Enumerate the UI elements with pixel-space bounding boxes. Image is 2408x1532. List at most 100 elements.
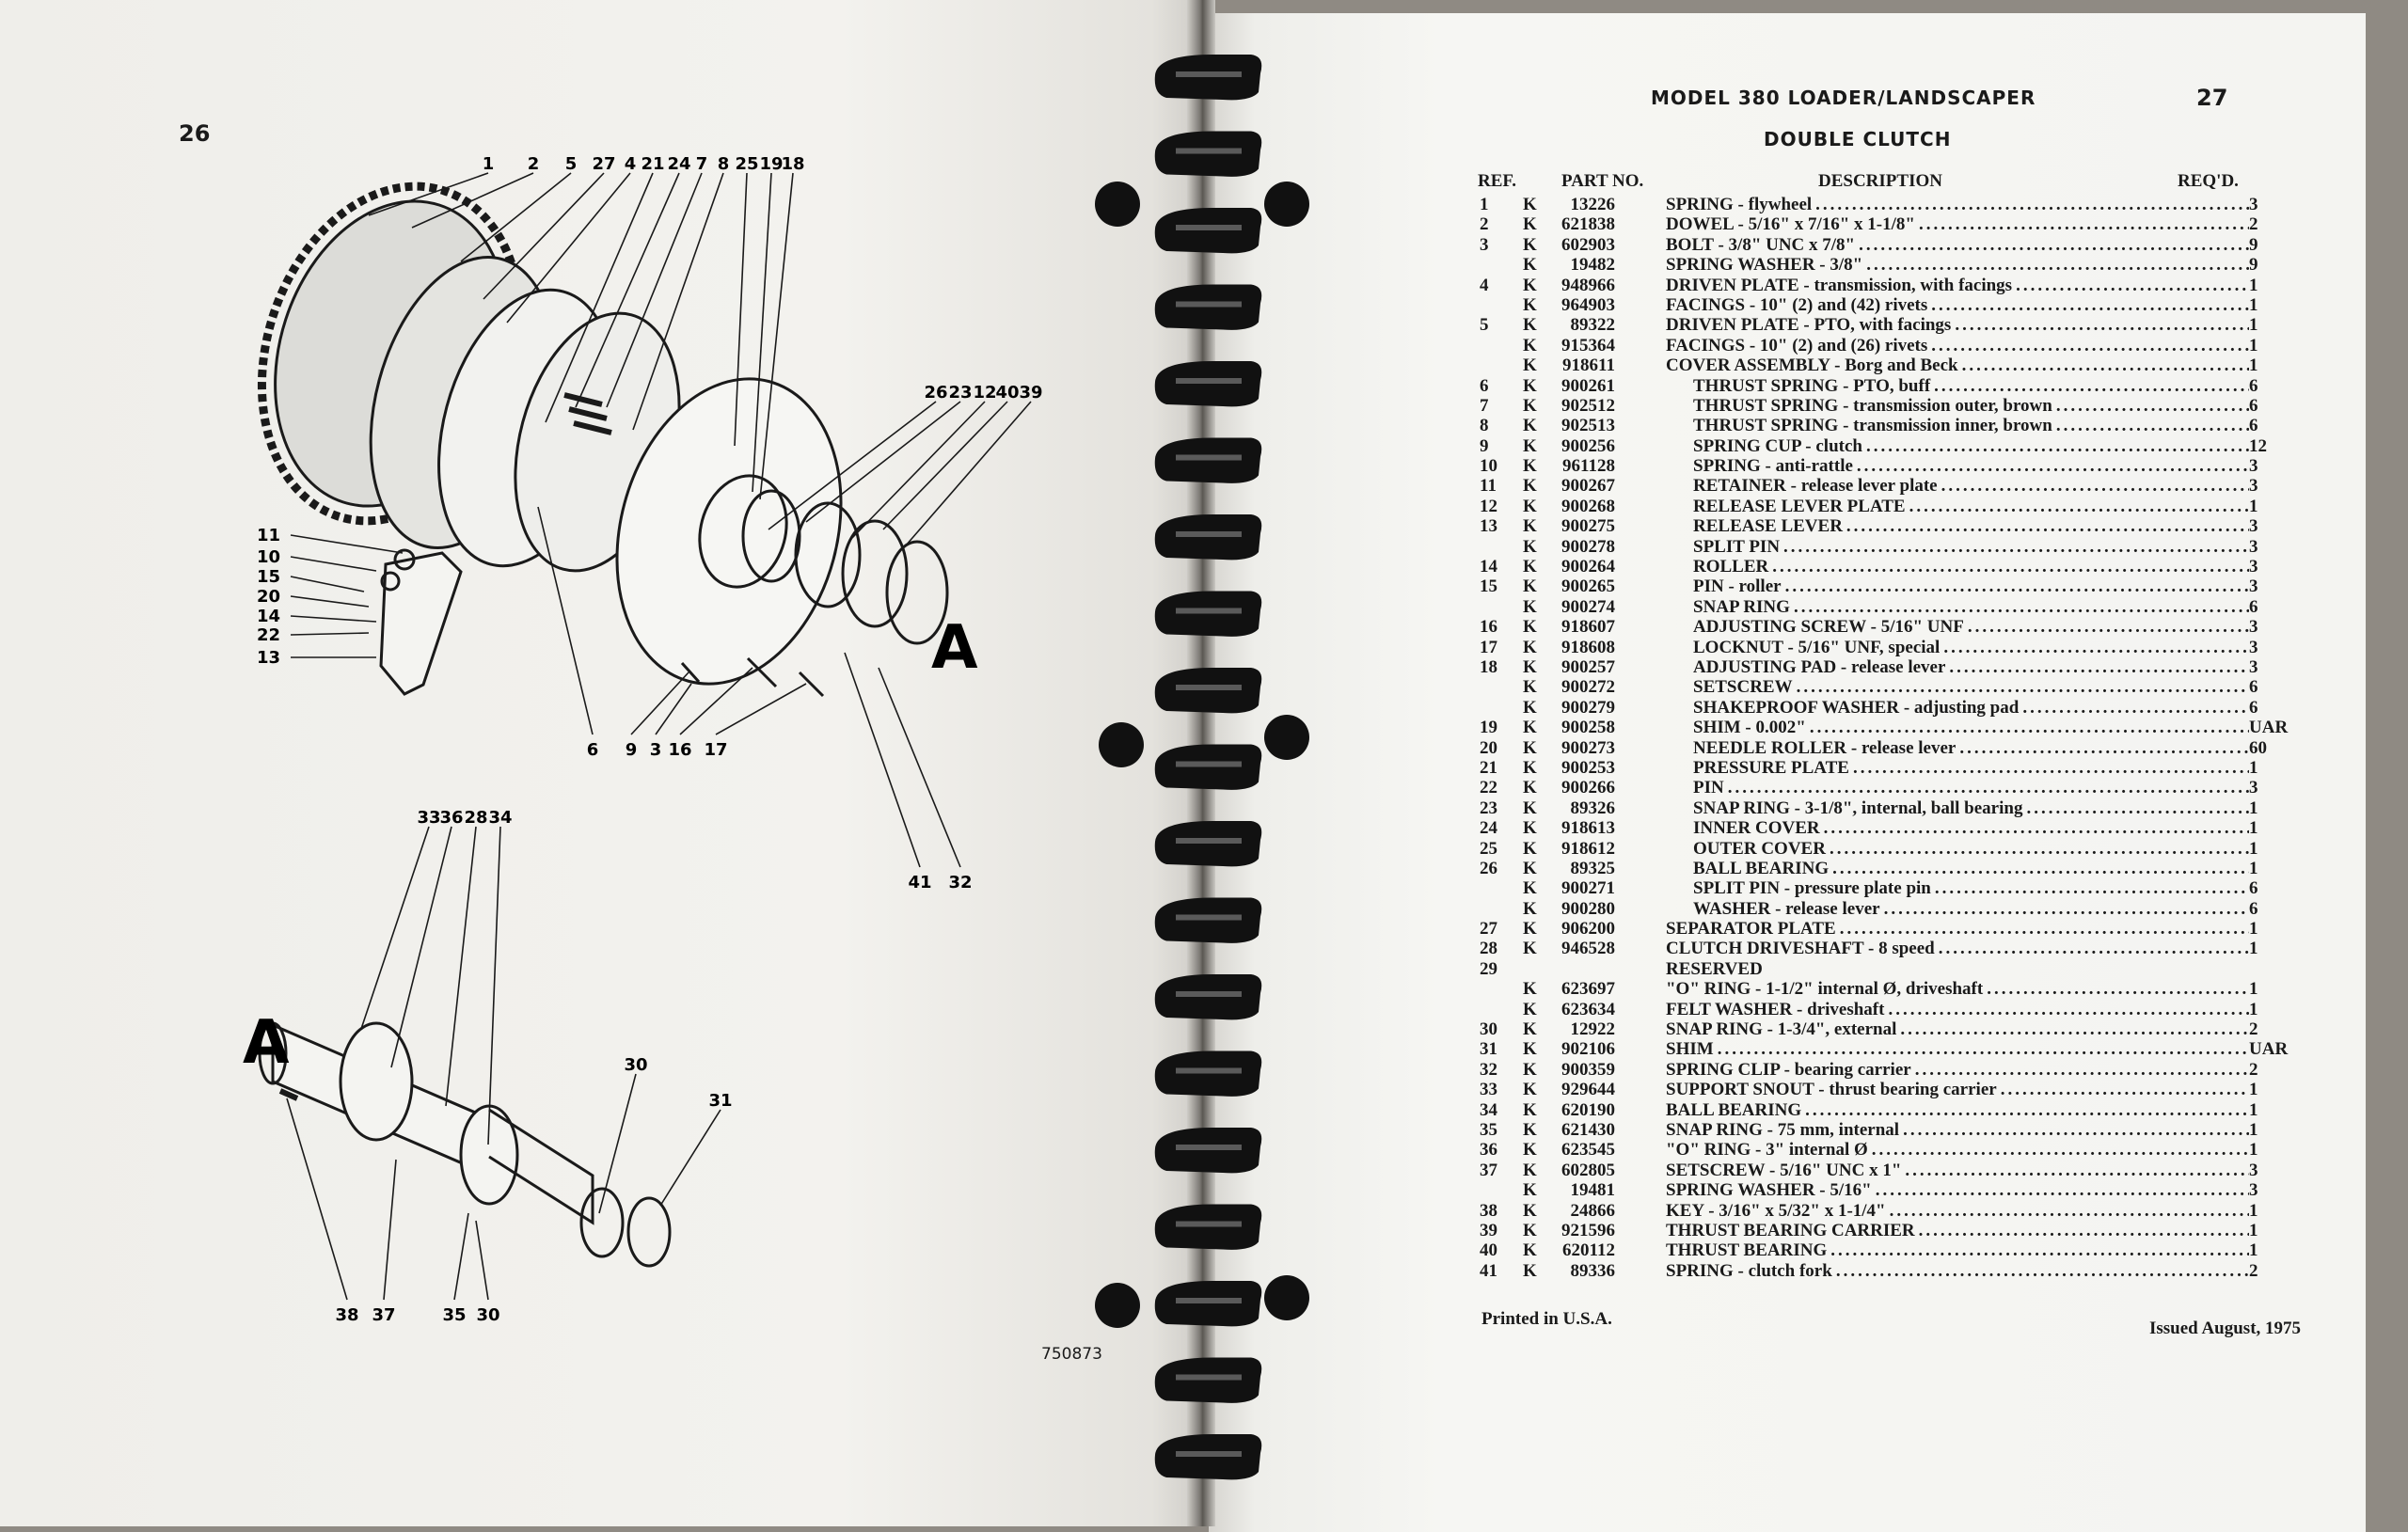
pins — [680, 656, 825, 698]
description-cell: RELEASE LEVER PLATE.....................… — [1693, 497, 2249, 516]
description-cell: SPLIT PIN - pressure plate pin..........… — [1693, 878, 2249, 898]
ref-number: 15 — [1480, 576, 1497, 597]
part-prefix: K — [1523, 818, 1537, 839]
description: CLUTCH DRIVESHAFT - 8 speed — [1666, 939, 1935, 959]
dot-leader: ........................................… — [1727, 778, 2249, 798]
part-number: 961128 — [1562, 456, 1615, 477]
description: THRUST BEARING CARRIER — [1666, 1220, 1915, 1240]
part-number: 918607 — [1561, 617, 1615, 638]
ref-number: 40 — [1480, 1240, 1497, 1261]
part-number: 900279 — [1561, 697, 1615, 718]
quantity: 6 — [2249, 878, 2258, 899]
part-prefix: K — [1523, 1080, 1537, 1100]
callout-23: 23 — [948, 383, 972, 403]
part-prefix: K — [1523, 255, 1537, 276]
dot-leader: ........................................… — [1934, 878, 2249, 899]
dot-leader: ........................................… — [1934, 375, 2249, 396]
callout-13: 13 — [257, 648, 280, 668]
thrust-springs — [563, 392, 612, 435]
ref-number: 21 — [1480, 757, 1497, 778]
callout-6: 6 — [587, 740, 599, 760]
part-number: 621430 — [1561, 1119, 1615, 1140]
description: SNAP RING — [1693, 596, 1790, 617]
dot-leader: ........................................… — [1888, 999, 2249, 1019]
description: PIN — [1693, 778, 1724, 798]
ref-number: 31 — [1480, 1039, 1497, 1060]
description-cell: THRUST SPRING - PTO, buff...............… — [1693, 376, 2249, 396]
description: INNER COVER — [1693, 818, 1820, 839]
callout-3: 3 — [650, 740, 662, 760]
callout-leader — [734, 172, 748, 447]
ref-number: 14 — [1480, 557, 1497, 577]
callout-31: 31 — [708, 1091, 732, 1111]
description-cell: SHIM....................................… — [1666, 1039, 2249, 1059]
description-cell: SPRING WASHER - 5/16"...................… — [1666, 1180, 2249, 1200]
dot-leader: ........................................… — [2022, 697, 2249, 718]
ref-number: 24 — [1480, 818, 1497, 839]
ref-number: 9 — [1480, 435, 1489, 456]
quantity: 1 — [2249, 939, 2258, 959]
part-prefix: K — [1523, 617, 1537, 638]
callout-leader — [286, 1098, 348, 1301]
part-number: 902513 — [1561, 416, 1615, 436]
callout-14: 14 — [257, 607, 280, 626]
inner-cover — [794, 501, 862, 608]
dot-leader: ........................................… — [1793, 596, 2249, 617]
ref-number: 34 — [1480, 1099, 1497, 1120]
ref-number: 41 — [1480, 1260, 1497, 1281]
part-number: 900261 — [1561, 375, 1615, 396]
dot-leader: ........................................… — [1839, 919, 2249, 940]
description-cell: THRUST BEARING..........................… — [1666, 1240, 2249, 1260]
description-cell: FACINGS - 10" (2) and (42) rivets.......… — [1666, 295, 2249, 315]
header-description: DESCRIPTION — [1818, 171, 1942, 191]
description-cell: THRUST SPRING - transmission inner, brow… — [1693, 416, 2249, 435]
callout-20: 20 — [257, 587, 280, 607]
quantity: 3 — [2249, 1160, 2258, 1180]
part-number: 918613 — [1561, 818, 1615, 839]
dot-leader: ........................................… — [2055, 416, 2249, 436]
part-number: 89325 — [1570, 858, 1616, 878]
part-prefix: K — [1523, 718, 1537, 738]
quantity: 1 — [2249, 335, 2258, 355]
dot-leader: ........................................… — [1905, 1160, 2249, 1180]
quantity: 1 — [2249, 1080, 2258, 1100]
description-cell: BALL BEARING............................… — [1693, 859, 2249, 878]
part-number: 602903 — [1561, 234, 1615, 255]
callout-5: 5 — [565, 154, 578, 174]
quantity: 1 — [2249, 999, 2258, 1019]
quantity: 9 — [2249, 234, 2258, 255]
quantity: 6 — [2249, 677, 2258, 698]
support-snout-flange — [339, 1021, 414, 1142]
part-number: 900280 — [1561, 898, 1615, 919]
callout-leader — [483, 172, 605, 300]
quantity: 3 — [2249, 476, 2258, 497]
quantity: UAR — [2249, 1039, 2289, 1060]
quantity: 2 — [2249, 214, 2258, 235]
callout-24: 24 — [667, 154, 690, 174]
dot-leader: ........................................… — [1852, 757, 2249, 778]
description: SETSCREW — [1693, 677, 1793, 698]
ref-number: 8 — [1480, 416, 1489, 436]
dot-leader: ........................................… — [1717, 1039, 2249, 1060]
callout-30: 30 — [624, 1055, 647, 1075]
description-cell: LOCKNUT - 5/16" UNF, special............… — [1693, 638, 2249, 657]
dot-leader: ........................................… — [1883, 898, 2249, 919]
dot-leader: ........................................… — [1909, 496, 2249, 516]
quantity: 3 — [2249, 195, 2258, 214]
callout-leader — [575, 172, 680, 408]
dot-leader: ........................................… — [1938, 939, 2249, 959]
part-prefix: K — [1523, 275, 1537, 295]
splined-shaft — [488, 1108, 594, 1225]
ref-number: 10 — [1480, 456, 1497, 477]
description-cell: SHAKEPROOF WASHER - adjusting pad.......… — [1693, 698, 2249, 718]
quantity: 6 — [2249, 596, 2258, 617]
description: THRUST BEARING — [1666, 1240, 1828, 1261]
